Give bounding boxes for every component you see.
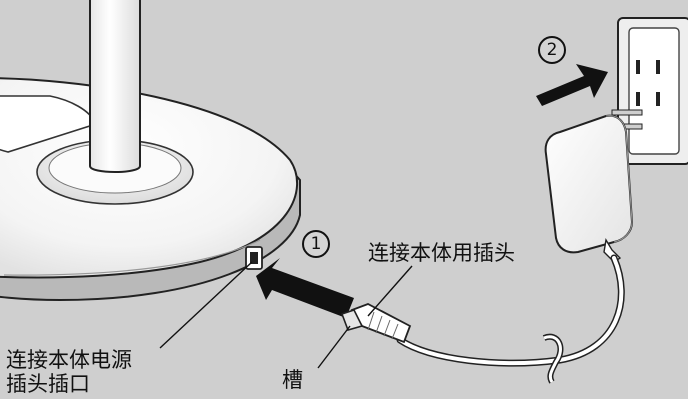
groove-label: 槽: [282, 368, 303, 392]
arrow-1: [256, 258, 354, 318]
ac-adapter: [544, 114, 634, 263]
leader-connector: [367, 265, 413, 317]
plug-connector-label: 连接本体用插头: [368, 241, 515, 265]
step-2-badge: 2: [538, 36, 566, 64]
power-cable: [396, 254, 625, 384]
leader-socket: [159, 261, 253, 349]
control-panel: [0, 95, 98, 153]
leader-groove: [317, 325, 351, 369]
lamp-pole: [89, 0, 141, 173]
socket-label-line2: 插头插口: [6, 372, 90, 396]
lamp-base: [0, 0, 301, 302]
step-1-badge: 1: [302, 230, 330, 258]
socket-label-line1: 连接本体电源: [6, 348, 132, 372]
socket-label: 连接本体电源 插头插口: [6, 348, 132, 396]
wall-outlet: [611, 17, 688, 165]
step-2-label: 2: [546, 40, 558, 60]
connector-plug: [340, 303, 412, 344]
arrow-2: [536, 64, 608, 106]
step-1-label: 1: [310, 234, 322, 254]
